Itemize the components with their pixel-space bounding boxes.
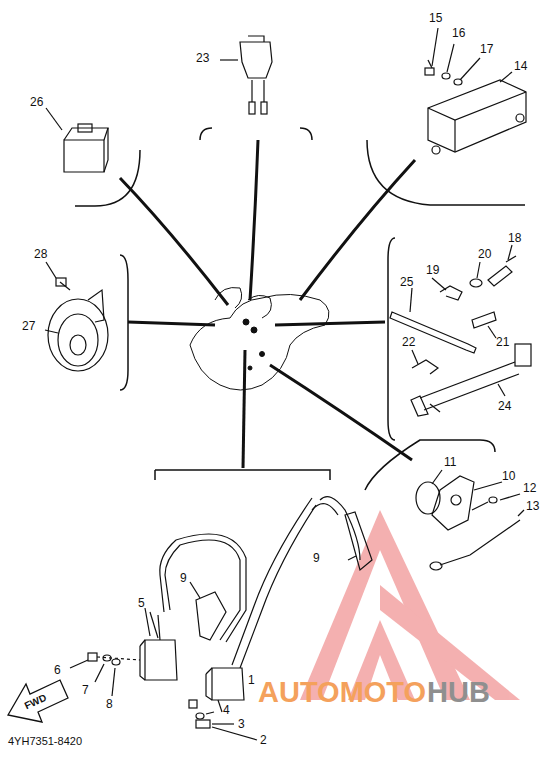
callout-number: 17 bbox=[480, 43, 493, 56]
callout-number: 13 bbox=[526, 500, 539, 513]
callout-number: 20 bbox=[478, 248, 491, 261]
callout-number: 9 bbox=[313, 552, 320, 565]
callout-number: 2 bbox=[260, 734, 267, 747]
callout-number: 22 bbox=[402, 336, 415, 349]
watermark-text: HUB bbox=[427, 676, 490, 708]
callout-number: 28 bbox=[34, 248, 47, 261]
callout-number: 1 bbox=[248, 674, 255, 687]
callout-number: 8 bbox=[106, 698, 113, 711]
callout-number: 7 bbox=[82, 684, 89, 697]
horn-27 bbox=[45, 262, 108, 371]
switch-and-clamps bbox=[390, 245, 531, 416]
cover-and-lead bbox=[416, 470, 524, 570]
watermark-logo bbox=[300, 510, 520, 700]
callout-number: 6 bbox=[54, 664, 61, 677]
group-brackets bbox=[75, 128, 525, 490]
callout-number: 25 bbox=[400, 276, 413, 289]
callout-number: 23 bbox=[196, 52, 209, 65]
callout-number: 27 bbox=[22, 320, 35, 333]
callout-number: 14 bbox=[514, 60, 527, 73]
part-code: 4YH7351-8420 bbox=[8, 735, 82, 748]
motorcycle-silhouette bbox=[190, 288, 329, 391]
relay-23 bbox=[220, 36, 272, 114]
callout-number: 21 bbox=[496, 336, 509, 349]
relay-26 bbox=[46, 108, 108, 172]
callout-number: 24 bbox=[498, 400, 511, 413]
group-spokes bbox=[120, 140, 415, 468]
callout-number: 26 bbox=[30, 96, 43, 109]
callout-number: 11 bbox=[444, 456, 456, 469]
callout-number: 5 bbox=[138, 597, 145, 610]
fwd-arrow bbox=[8, 680, 68, 722]
callout-number: 4 bbox=[223, 704, 230, 717]
callout-number: 10 bbox=[502, 470, 515, 483]
callout-number: 16 bbox=[452, 27, 465, 40]
cdi-unit-14 bbox=[425, 28, 526, 154]
callout-number: 19 bbox=[426, 264, 439, 277]
callout-number: 18 bbox=[508, 232, 521, 245]
callout-number: 12 bbox=[523, 482, 536, 495]
callout-number: 3 bbox=[238, 718, 245, 731]
callout-number: 9 bbox=[180, 572, 187, 585]
callout-number: 15 bbox=[429, 12, 442, 25]
watermark-text: AUTOMOTO bbox=[258, 676, 426, 708]
